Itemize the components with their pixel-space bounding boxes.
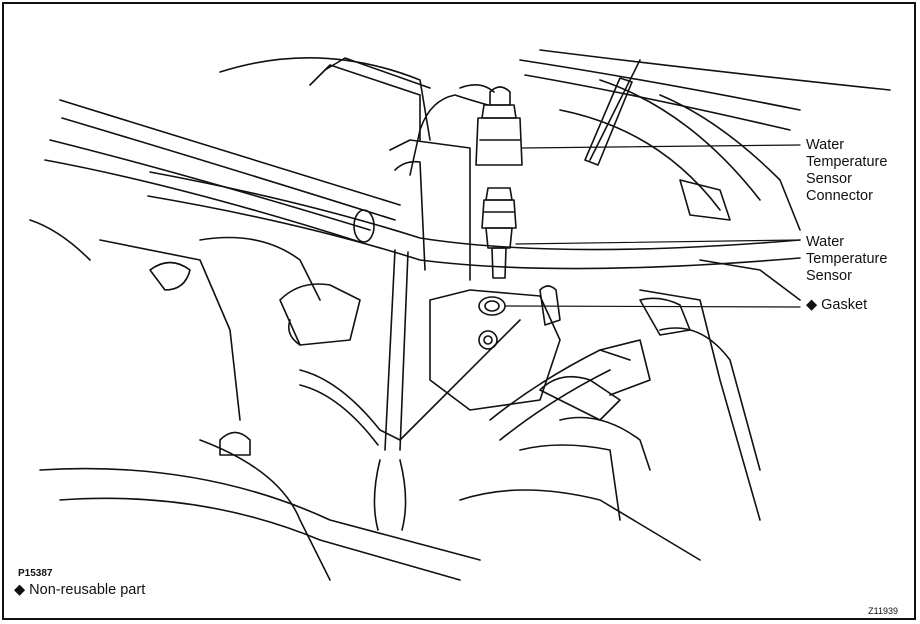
figure-code: Z11939 — [868, 606, 898, 616]
connector-line-1: Water — [806, 137, 845, 153]
sensor-line-1: Water — [806, 234, 845, 250]
legend-diamond-icon: ◆ — [14, 582, 26, 598]
part-code: P15387 — [18, 568, 53, 579]
label-water-temperature-sensor: Water Temperature Sensor — [806, 234, 887, 285]
sensor-line-3: Sensor — [806, 268, 852, 284]
label-water-temperature-sensor-connector: Water Temperature Sensor Connector — [806, 137, 887, 205]
sensor-line-2: Temperature — [806, 251, 888, 267]
connector-line-3: Sensor — [806, 171, 852, 187]
connector-line-2: Temperature — [806, 154, 888, 170]
non-reusable-diamond-icon: ◆ — [806, 297, 818, 313]
connector-line-4: Connector — [806, 188, 873, 204]
label-gasket: ◆Gasket — [806, 297, 867, 313]
legend-text: Non-reusable part — [29, 582, 146, 598]
legend: ◆Non-reusable part — [14, 582, 145, 598]
gasket-text: Gasket — [821, 297, 868, 313]
